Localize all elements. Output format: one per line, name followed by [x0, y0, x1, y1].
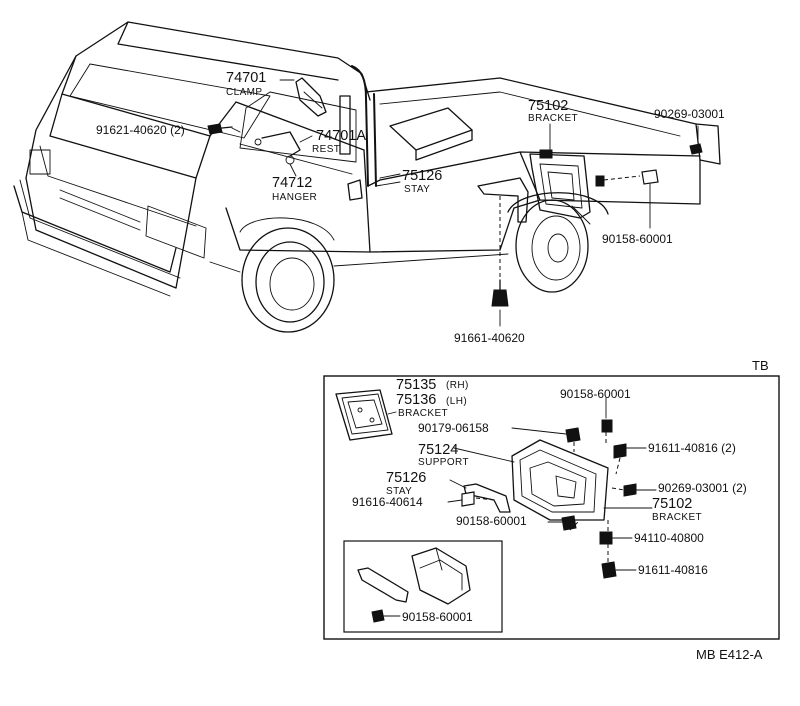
sub-stay [357, 567, 409, 603]
screw-90269 [623, 483, 637, 497]
inset-labels: 75135 (RH) 75136 (LH) BRACKET 90158-6000… [352, 377, 747, 624]
hanger-part [347, 179, 363, 201]
label-hanger: HANGER [272, 192, 317, 203]
bolt-91616 [461, 491, 475, 507]
label-91616: 91616-40614 [352, 495, 423, 509]
label-rest: REST [312, 144, 340, 155]
label-75126: 75126 [386, 470, 426, 486]
inset-parts [335, 389, 657, 633]
sub-support [411, 547, 471, 605]
bolt-90179 [565, 427, 581, 443]
label-bracket-b: BRACKET [652, 512, 702, 523]
label-90158-top: 90158-60001 [560, 387, 631, 401]
bolt-91661 [491, 289, 509, 307]
sub-inset-frame [343, 540, 503, 633]
label-91611-2: 91611-40816 (2) [648, 441, 736, 455]
truck-illustration [13, 21, 721, 333]
stay-part [477, 177, 529, 223]
label-90269-2: 90269-03001 (2) [658, 481, 747, 495]
label-75136: 75136 [396, 392, 436, 408]
nut-90158-top [601, 419, 613, 433]
label-90269: 90269-03001 [654, 107, 725, 121]
bolt-91611 [613, 443, 627, 459]
label-support: SUPPORT [418, 457, 469, 468]
bolt-91611-bottom [601, 561, 617, 579]
nut-90158 [641, 169, 659, 185]
sub-bolt [371, 609, 385, 623]
label-rh: (RH) [446, 380, 469, 391]
label-75135: 75135 [396, 377, 436, 393]
support-part [511, 439, 609, 521]
nut-90158-mid [561, 515, 577, 531]
label-90158: 90158-60001 [602, 232, 673, 246]
clamp-part [295, 77, 327, 117]
label-74701A: 74701A [316, 128, 366, 144]
bracket-plate [335, 389, 393, 441]
label-bracket: BRACKET [528, 113, 578, 124]
label-94110: 94110-40800 [634, 531, 704, 545]
diagram-code: MB E412-A [696, 647, 763, 662]
label-90158-sub: 90158-60001 [402, 610, 473, 624]
inset-variant-label: TB [752, 358, 769, 373]
washer-94110 [599, 531, 613, 545]
inset-frame [323, 375, 780, 640]
label-91661: 91661-40620 [454, 331, 525, 345]
bracket-part [529, 153, 591, 219]
label-stay: STAY [404, 184, 430, 195]
bolt-91621 [207, 123, 223, 135]
label-clamp: CLAMP [226, 87, 262, 98]
label-74712: 74712 [272, 175, 312, 191]
label-lh: (LH) [446, 396, 467, 407]
label-74701: 74701 [226, 70, 266, 86]
label-75102: 75102 [652, 496, 692, 512]
main-parts [207, 77, 703, 327]
label-75102: 75102 [528, 98, 568, 114]
label-75126: 75126 [402, 168, 442, 184]
rest-part [261, 131, 301, 157]
label-90179: 90179-06158 [418, 421, 489, 435]
label-75124: 75124 [418, 442, 458, 458]
label-90158-mid: 90158-60001 [456, 514, 527, 528]
screw-90269 [689, 143, 703, 155]
main-labels: 74701 CLAMP 91621-40620 (2) 74701A REST … [96, 70, 725, 345]
label-bracket-a: BRACKET [398, 408, 448, 419]
label-stay: STAY [386, 486, 412, 497]
label-91611: 91611-40816 [638, 563, 708, 577]
label-91621: 91621-40620 (2) [96, 123, 185, 137]
